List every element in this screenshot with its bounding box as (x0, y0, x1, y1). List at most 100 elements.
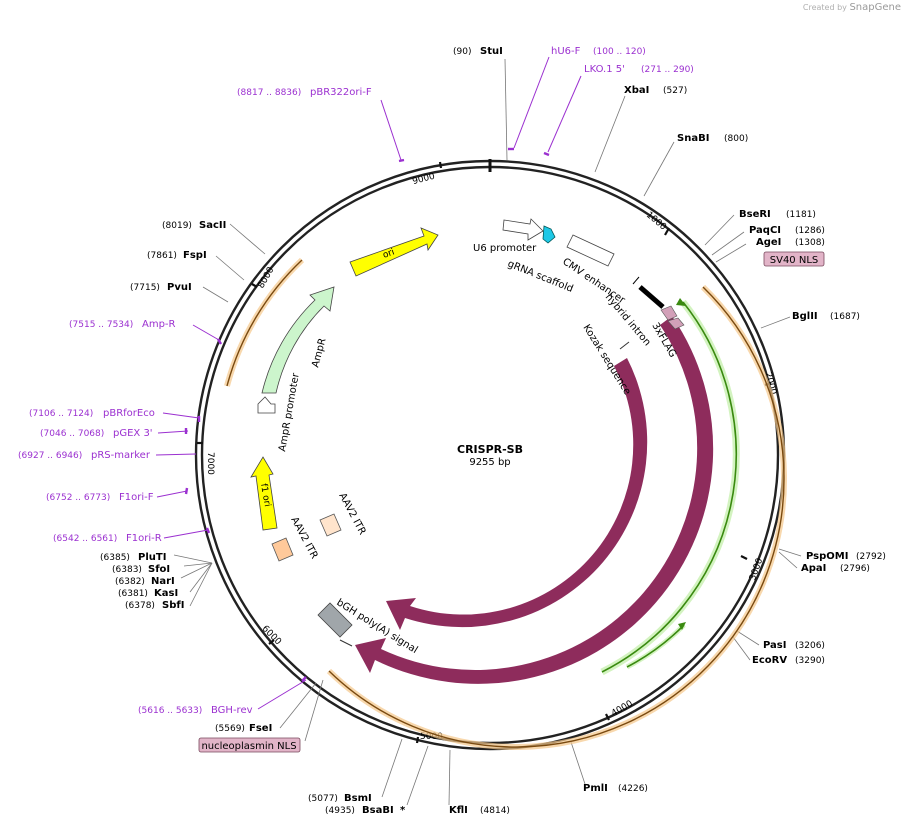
label-ampr: AmpR (310, 337, 328, 369)
tag-nucleoplasmin: nucleoplasmin NLS (198, 737, 301, 753)
primer-pbr322: pBR322ori-F (310, 87, 372, 98)
site-bseri-pos: (1181) (786, 210, 816, 220)
site-kfli: KflI (449, 805, 468, 816)
flag-tag-block (667, 317, 685, 330)
site-pspomi-pos: (2792) (856, 552, 886, 562)
site-ecorv: EcoRV (752, 655, 787, 666)
site-fsei-pos: (5569) (215, 724, 245, 734)
primer-ampr: Amp-R (142, 319, 176, 330)
sv40-nls-block (660, 305, 678, 321)
site-stui: StuI (480, 46, 503, 57)
ruler-9000: 9000 (411, 172, 436, 188)
site-bglii: BglII (792, 311, 818, 322)
tag-nucleoplasmin-label: nucleoplasmin NLS (201, 741, 296, 752)
primer-lko-range: (271 .. 290) (641, 65, 694, 75)
site-nari: NarI (151, 576, 175, 587)
bgh-tick (339, 639, 353, 647)
cds-track-orange (224, 257, 787, 750)
ruler-4000: 4000 (610, 699, 635, 719)
site-agei-pos: (1308) (795, 238, 825, 248)
primer-bghrev: BGH-rev (211, 705, 253, 716)
cmv-enhancer-box (566, 234, 615, 267)
site-bsabi: BsaBI (362, 805, 394, 816)
cas9-arrows (355, 316, 714, 684)
site-sfoi-pos: (6383) (112, 565, 142, 575)
site-bsmi-pos: (5077) (308, 794, 338, 804)
site-snabi: SnaBI (677, 133, 709, 144)
ruler-5000: 5000 (420, 732, 443, 742)
primer-pbr322-range: (8817 .. 8836) (237, 88, 301, 98)
site-sbfi-pos: (6378) (125, 601, 155, 611)
site-snabi-pos: (800) (724, 134, 748, 144)
site-kfli-pos: (4814) (480, 806, 510, 816)
site-agei: AgeI (756, 237, 781, 248)
ori-arrow (349, 227, 439, 277)
credit-prefix: Created by (802, 3, 847, 12)
site-sacii: SacII (199, 220, 226, 231)
plasmid-size: 9255 bp (469, 457, 510, 468)
site-kasi-pos: (6381) (118, 589, 148, 599)
label-f1-ori: f1 ori (258, 483, 272, 508)
primer-labels: hU6-F (100 .. 120) LKO.1 5' (271 .. 290)… (18, 46, 694, 716)
label-itr-left: AAV2 ITR (288, 515, 319, 561)
primer-marks (184, 147, 550, 682)
site-bglii-pos: (1687) (830, 312, 860, 322)
site-sacii-pos: (8019) (162, 221, 192, 231)
site-ecorv-pos: (3290) (795, 656, 825, 666)
tag-sv40: SV40 NLS (763, 251, 825, 267)
ampr-promoter-arrow (257, 396, 276, 414)
site-pvui: PvuI (167, 282, 192, 293)
plasmid-name: CRISPR-SB (457, 443, 523, 456)
site-sbfi: SbfI (162, 600, 184, 611)
site-apai: ApaI (801, 563, 826, 574)
ampr-arrow (261, 286, 335, 394)
site-fspi: FspI (183, 250, 207, 261)
u6-promoter-arrow (502, 218, 544, 241)
primer-bghrev-range: (5616 .. 5633) (138, 706, 202, 716)
primer-f1orif: F1ori-F (119, 492, 154, 503)
site-fsei: FseI (249, 723, 272, 734)
snapgene-credit: Created by SnapGene (803, 2, 901, 13)
grna-scaffold-arrow (542, 225, 556, 244)
enzyme-labels: (90) StuI XbaI (527) SnaBI (800) BseRI (… (100, 46, 886, 816)
label-u6-promoter: U6 promoter (473, 243, 537, 254)
site-pluti-pos: (6385) (100, 553, 130, 563)
kozak-tick (619, 341, 630, 350)
site-fspi-pos: (7861) (147, 251, 177, 261)
site-pasi-pos: (3206) (795, 641, 825, 651)
label-cas9-inner: Cas9 (609, 571, 633, 597)
primer-leaders (155, 56, 582, 710)
label-ori: ori (382, 247, 396, 260)
primer-prs: pRS-marker (91, 450, 151, 461)
bgh-polya-box (317, 602, 353, 638)
site-bseri: BseRI (739, 209, 771, 220)
site-pvui-pos: (7715) (130, 283, 160, 293)
site-nari-pos: (6382) (115, 577, 145, 587)
aav2-itr-left (271, 537, 294, 562)
enzyme-leaders (173, 58, 802, 806)
site-pasi: PasI (763, 640, 786, 651)
cds-track-green (600, 298, 740, 676)
site-bsmi: BsmI (344, 793, 372, 804)
aav2-itr-right (319, 513, 342, 537)
label-ampr-promoter: AmpR promoter (277, 371, 302, 452)
site-apai-pos: (2796) (840, 564, 870, 574)
f1-ori-arrow (250, 456, 278, 531)
site-pluti: PluTI (138, 552, 166, 563)
primer-f1orir: F1ori-R (126, 533, 162, 544)
primer-lko: LKO.1 5' (584, 64, 625, 75)
primer-prs-range: (6927 .. 6946) (18, 451, 82, 461)
site-kasi: KasI (154, 588, 178, 599)
primer-f1orif-range: (6752 .. 6773) (46, 493, 110, 503)
site-xbai-pos: (527) (663, 86, 687, 96)
site-sfoi: SfoI (148, 564, 170, 575)
site-pmli: PmlI (583, 783, 608, 794)
primer-pgex-range: (7046 .. 7068) (40, 429, 104, 439)
cas9-arrow-inner (386, 358, 648, 630)
primer-ampr-range: (7515 .. 7534) (69, 320, 133, 330)
label-hybrid-intron: hybrid intron (603, 292, 653, 348)
hybrid-intron-tick (632, 276, 640, 285)
credit-brand: SnapGene (849, 2, 901, 13)
site-xbai: XbaI (624, 85, 649, 96)
